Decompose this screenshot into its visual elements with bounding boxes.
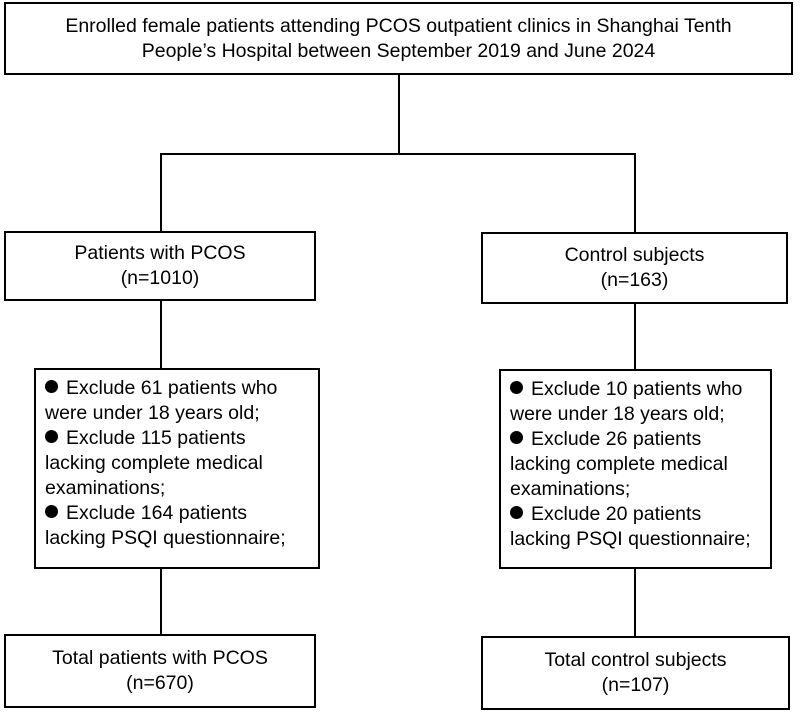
connector-horizontal-split [160, 153, 636, 155]
bullet-icon [510, 506, 523, 519]
connector-left-group-to-exclusions [160, 300, 162, 368]
exclusion-text: Exclude 115 patients [66, 427, 246, 449]
exclusion-item: Exclude 20 patients lacking PSQI questio… [510, 502, 770, 552]
exclusion-text: lacking complete medical [510, 453, 728, 475]
exclusion-text: Exclude 61 patients who [66, 377, 278, 399]
exclusion-item: Exclude 164 patients lacking PSQI questi… [45, 501, 318, 551]
enrollment-text-line-1: Enrolled female patients attending PCOS … [65, 14, 732, 37]
control-exclusions-box: Exclude 10 patients who were under 18 ye… [499, 369, 772, 569]
bullet-icon [45, 380, 58, 393]
exclusion-text: Exclude 10 patients who [531, 378, 743, 400]
pcos-group-title: Patients with PCOS [74, 242, 246, 264]
exclusion-item: Exclude 61 patients who were under 18 ye… [45, 376, 318, 426]
connector-right-exclusions-to-total [634, 568, 636, 637]
control-total-title: Total control subjects [544, 649, 727, 671]
exclusion-item: Exclude 26 patients lacking complete med… [510, 427, 770, 502]
bullet-icon [510, 381, 523, 394]
exclusion-text: examinations; [45, 477, 166, 499]
bullet-icon [45, 505, 58, 518]
exclusion-item: Exclude 115 patients lacking complete me… [45, 426, 318, 501]
exclusion-text: Exclude 164 patients [66, 502, 248, 524]
pcos-group-box: Patients with PCOS (n=1010) [4, 231, 316, 301]
exclusion-text: examinations; [510, 478, 631, 500]
exclusion-text: lacking PSQI questionnaire; [510, 528, 751, 550]
bullet-icon [510, 431, 523, 444]
connector-split-left [160, 153, 162, 231]
exclusion-text: were under 18 years old; [45, 402, 260, 424]
pcos-total-count: (n=670) [126, 672, 194, 694]
pcos-total-title: Total patients with PCOS [52, 647, 268, 669]
control-total-box: Total control subjects (n=107) [481, 636, 790, 710]
pcos-exclusions-box: Exclude 61 patients who were under 18 ye… [34, 368, 320, 569]
exclusion-text: lacking complete medical [45, 452, 263, 474]
pcos-group-count: (n=1010) [120, 267, 200, 289]
connector-right-group-to-exclusions [634, 303, 636, 369]
enrollment-text-line-2: People’s Hospital between September 2019… [141, 39, 656, 62]
exclusion-text: Exclude 20 patients [531, 503, 702, 525]
exclusion-text: lacking PSQI questionnaire; [45, 527, 286, 549]
exclusion-text: Exclude 26 patients [531, 428, 702, 450]
bullet-icon [45, 430, 58, 443]
control-total-count: (n=107) [601, 674, 670, 696]
control-group-count: (n=163) [600, 269, 669, 291]
enrollment-box: Enrolled female patients attending PCOS … [4, 2, 793, 75]
connector-left-exclusions-to-total [160, 568, 162, 635]
connector-split-right [634, 153, 636, 233]
exclusion-text: were under 18 years old; [510, 403, 725, 425]
control-group-box: Control subjects (n=163) [481, 232, 788, 304]
exclusion-item: Exclude 10 patients who were under 18 ye… [510, 377, 770, 427]
pcos-total-box: Total patients with PCOS (n=670) [4, 634, 316, 708]
control-group-title: Control subjects [564, 244, 705, 266]
connector-top-down [398, 74, 400, 154]
